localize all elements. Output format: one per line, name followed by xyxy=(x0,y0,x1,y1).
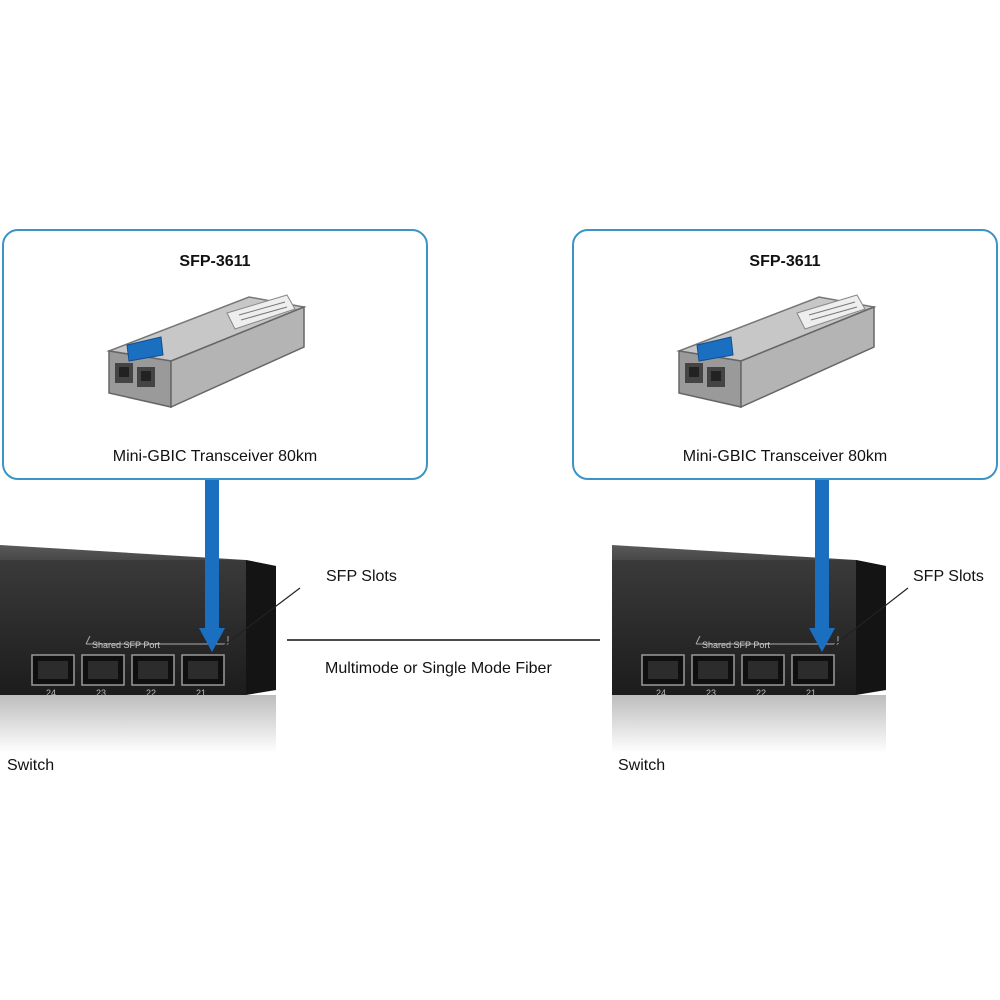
switch-reflection xyxy=(612,695,886,753)
sfp-port xyxy=(81,654,125,686)
port-number: 21 xyxy=(196,688,206,698)
connector-arrow-left xyxy=(199,480,225,652)
sfp-module-image xyxy=(676,294,877,409)
fiber-link-label: Multimode or Single Mode Fiber xyxy=(325,660,552,677)
transceiver-card-left: SFP-3611 Mini-GBIC Transceiver 80km xyxy=(2,229,428,480)
card-caption: Mini-GBIC Transceiver 80km xyxy=(112,448,318,465)
panel-label: Shared SFP Port xyxy=(702,640,770,650)
switch-side xyxy=(856,560,886,695)
switch-right: Shared SFP Port 24 23 22 21 xyxy=(612,545,886,753)
sfp-port xyxy=(641,654,685,686)
sfp-module-image xyxy=(106,294,307,409)
port-number: 24 xyxy=(46,688,56,698)
card-title: SFP-3611 xyxy=(749,253,821,270)
port-number: 23 xyxy=(706,688,716,698)
sfp-port xyxy=(691,654,735,686)
transceiver-card-right: SFP-3611 Mini-GBIC Transceiver 80km xyxy=(572,229,998,480)
port-number: 24 xyxy=(656,688,666,698)
slots-leader-line-right xyxy=(827,587,909,651)
sfp-slots-label-left: SFP Slots xyxy=(326,568,397,585)
switch-left: Shared SFP Port 24 23 22 21 xyxy=(0,545,276,753)
switch-side xyxy=(246,560,276,695)
port-number: 23 xyxy=(96,688,106,698)
port-number: 22 xyxy=(146,688,156,698)
card-title: SFP-3611 xyxy=(179,253,251,270)
card-caption: Mini-GBIC Transceiver 80km xyxy=(682,448,888,465)
port-number: 22 xyxy=(756,688,766,698)
panel-label: Shared SFP Port xyxy=(92,640,160,650)
switch-reflection xyxy=(0,695,276,753)
sfp-port xyxy=(31,654,75,686)
sfp-port xyxy=(181,654,225,686)
sfp-port xyxy=(791,654,835,686)
sfp-slots-label-right: SFP Slots xyxy=(913,568,984,585)
sfp-port xyxy=(131,654,175,686)
slots-leader-line-left xyxy=(217,587,301,651)
switch-label-right: Switch xyxy=(618,757,666,774)
sfp-port xyxy=(741,654,785,686)
switch-label-left: Switch xyxy=(7,757,55,774)
port-number: 21 xyxy=(806,688,816,698)
connector-arrow-right xyxy=(809,480,835,652)
